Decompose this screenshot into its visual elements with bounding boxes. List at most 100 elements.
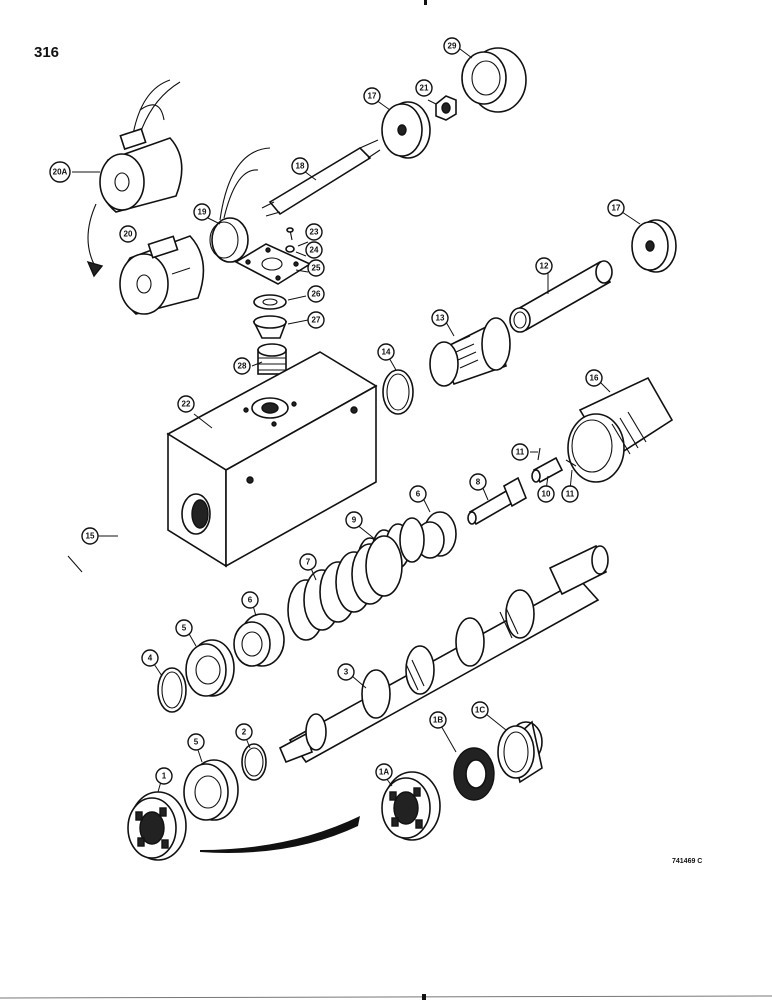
part-tube-12	[509, 260, 613, 333]
callout-label: 5	[194, 738, 199, 747]
part-pin-10	[531, 456, 564, 484]
part-cam-20	[119, 235, 205, 315]
callout-29: 29	[443, 37, 461, 55]
callout-label: 9	[352, 516, 357, 525]
callout-label: 12	[540, 262, 549, 271]
callout-6-top: 6	[409, 485, 427, 503]
callout-label: 4	[148, 654, 153, 663]
callout-12: 12	[535, 257, 553, 275]
callout-11-lower: 11	[561, 485, 579, 503]
callout-28: 28	[233, 357, 251, 375]
callout-label: 20A	[53, 168, 68, 177]
part-fitting-28	[257, 343, 287, 375]
callout-5-bottom: 5	[187, 733, 205, 751]
callout-26: 26	[307, 285, 325, 303]
callout-label: 11	[516, 448, 525, 457]
callout-13: 13	[431, 309, 449, 327]
callout-7: 7	[299, 553, 317, 571]
callout-label: 24	[310, 246, 319, 255]
part-o-ring-14	[382, 369, 414, 415]
callout-label: 17	[368, 92, 377, 101]
callout-label: 29	[448, 42, 457, 51]
part-pin-11-lower	[565, 459, 577, 467]
callout-label: 2	[242, 728, 247, 737]
part-bolt-8	[467, 476, 528, 526]
part-gasket-26	[253, 294, 287, 310]
callout-1: 1	[155, 767, 173, 785]
callout-23: 23	[305, 223, 323, 241]
callout-label: 26	[312, 290, 321, 299]
callout-label: 20	[124, 230, 133, 239]
callout-label: 14	[382, 348, 391, 357]
callout-label: 5	[182, 624, 187, 633]
page-edge-line	[0, 995, 772, 999]
part-bushing-1c	[497, 720, 543, 784]
callout-label: 27	[312, 316, 321, 325]
part-shaft-18	[261, 139, 381, 217]
part-nut-21	[435, 95, 457, 121]
arrow-head	[86, 260, 104, 278]
callout-label: 25	[312, 264, 321, 273]
part-screw-23	[286, 227, 294, 241]
callout-10: 10	[537, 485, 555, 503]
callout-label: 28	[238, 362, 247, 371]
callout-11-top: 11	[511, 443, 529, 461]
callout-label: 6	[248, 596, 253, 605]
callout-6-lower: 6	[241, 591, 259, 609]
callout-16: 16	[585, 369, 603, 387]
part-spool-3	[278, 544, 609, 764]
part-valve-body-22	[166, 351, 378, 568]
part-spring-7	[287, 535, 403, 641]
part-ring-19	[209, 147, 271, 263]
part-retainer-29	[461, 47, 527, 113]
callout-17-right: 17	[607, 199, 625, 217]
callout-20: 20	[119, 225, 137, 243]
callout-label: 7	[306, 558, 311, 567]
callout-15: 15	[81, 527, 99, 545]
callout-14: 14	[377, 343, 395, 361]
callout-label: 21	[420, 84, 429, 93]
part-washer-5-bottom	[183, 759, 239, 821]
part-threaded-ring-1a	[381, 771, 441, 841]
part-washer-24	[285, 245, 295, 253]
callout-8: 8	[469, 473, 487, 491]
callout-1c: 1C	[471, 701, 489, 719]
part-seal-1b	[453, 747, 495, 801]
callout-1a: 1A	[375, 763, 393, 781]
callout-label: 19	[198, 208, 207, 217]
callout-22: 22	[177, 395, 195, 413]
swoosh-arrow	[200, 816, 360, 853]
callout-label: 22	[182, 400, 191, 409]
callout-27: 27	[307, 311, 325, 329]
figure-code: 741469 C	[672, 858, 703, 865]
part-washer-17-top	[381, 101, 431, 159]
callout-label: 1C	[475, 706, 485, 715]
page-number: 316	[34, 44, 60, 61]
part-fitting-13	[429, 317, 511, 387]
part-washer-5-top	[185, 639, 235, 697]
part-o-ring-2	[241, 743, 267, 781]
part-cap-16	[567, 376, 674, 483]
part-threaded-ring-1	[127, 791, 187, 861]
callout-label: 11	[566, 490, 575, 499]
callout-label: 1B	[433, 716, 443, 725]
callout-2: 2	[235, 723, 253, 741]
page-mark	[422, 994, 426, 1000]
leader-lines	[67, 45, 641, 793]
callout-19: 19	[193, 203, 211, 221]
part-plug-27	[252, 315, 288, 339]
callout-label: 1	[162, 772, 167, 781]
part-cam-20a	[99, 79, 183, 213]
callout-label: 1A	[379, 768, 389, 777]
page-mark	[424, 0, 427, 5]
callout-label: 23	[310, 228, 319, 237]
callout-4: 4	[141, 649, 159, 667]
callout-label: 13	[436, 314, 445, 323]
callout-9: 9	[345, 511, 363, 529]
callout-3: 3	[337, 663, 355, 681]
callout-label: 16	[590, 374, 599, 383]
callout-20a: 20A	[49, 161, 71, 183]
callout-label: 10	[542, 490, 551, 499]
callout-label: 6	[416, 490, 421, 499]
